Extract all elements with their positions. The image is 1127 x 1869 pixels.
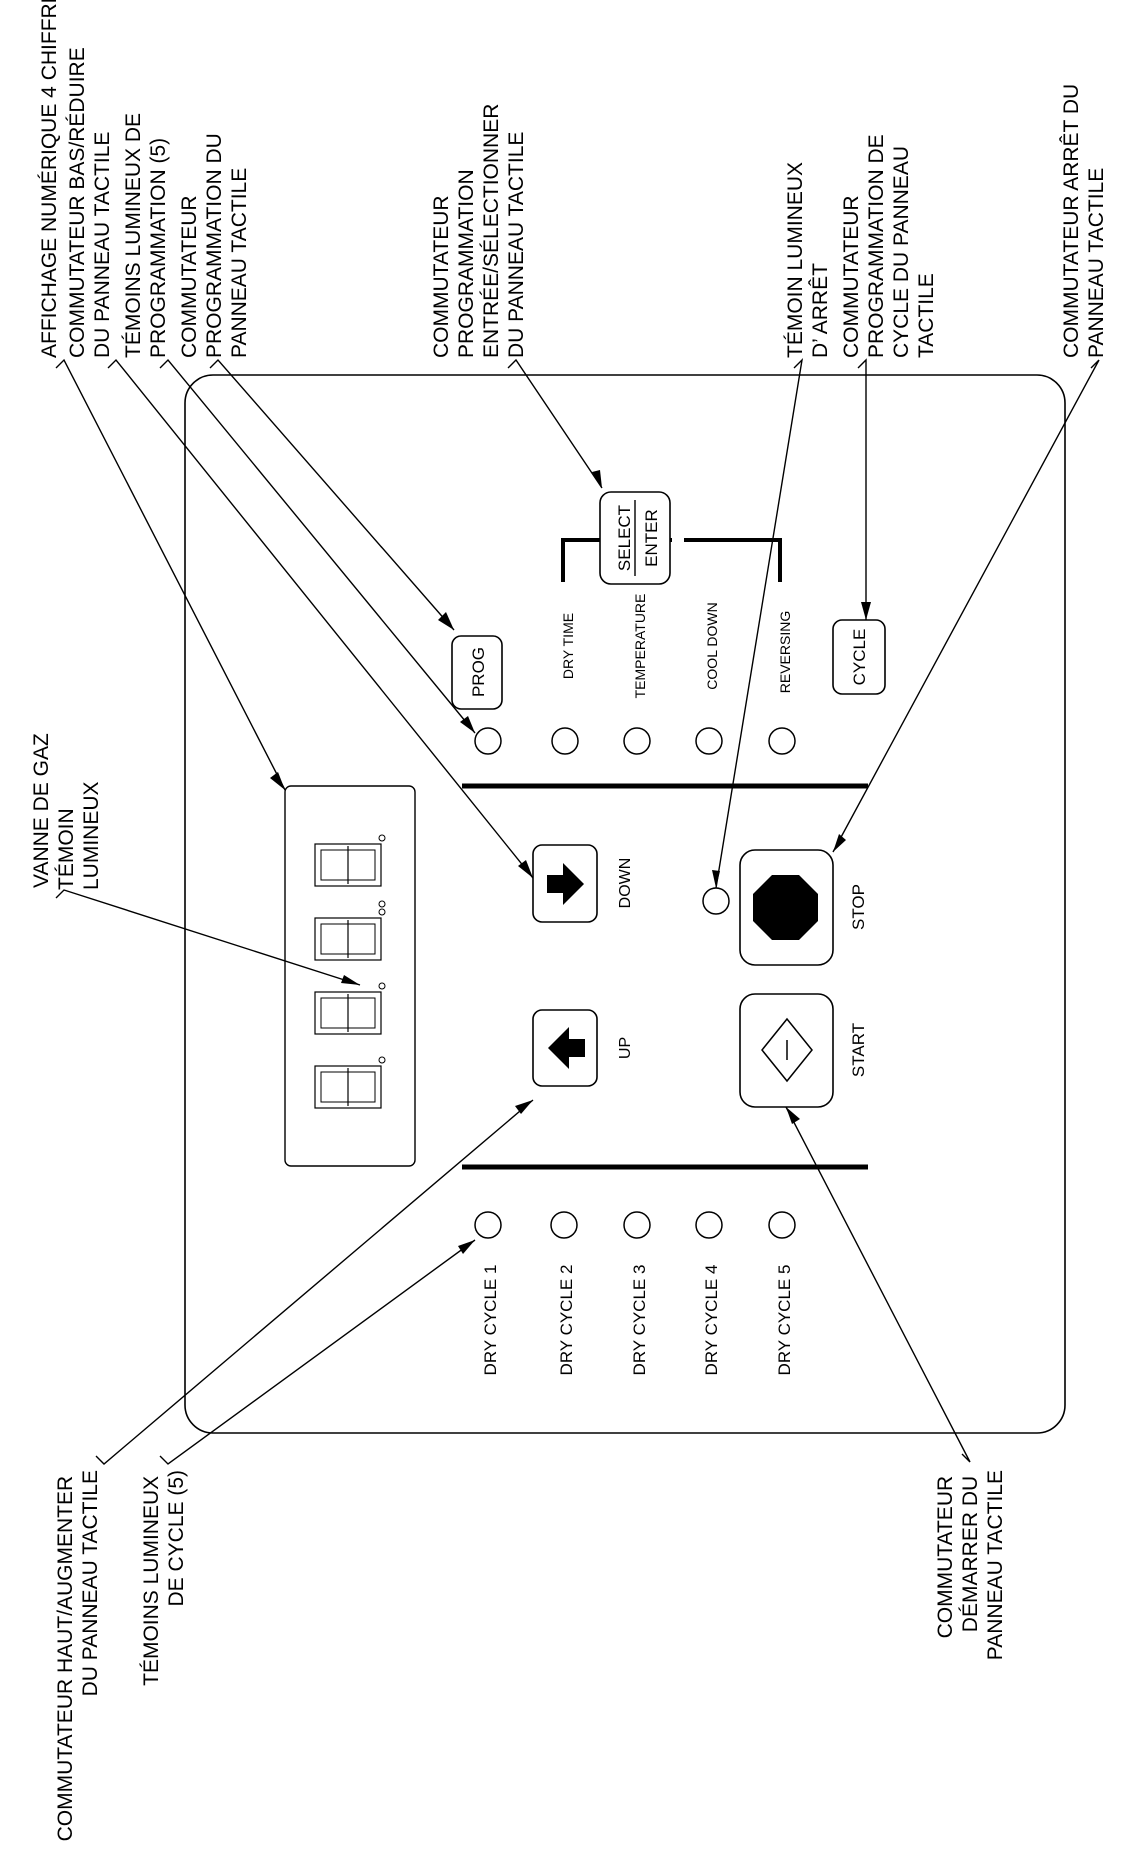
leader-stop-led [715,357,804,889]
callout-select-enter: COMMUTATEUR PROGRAMMATION ENTRÉE/SÉLECTI… [430,98,528,358]
four-digit-display [284,785,416,1167]
callout-up-switch: COMMUTATEUR HAUT/AUGMENTER DU PANNEAU TA… [54,1470,102,1841]
leader-prog-leds [159,358,476,734]
cycle-button-label: CYCLE [850,629,869,686]
select-button-label: SELECT [615,505,634,571]
leader-lines [55,357,1100,1465]
select-bracket-right [684,538,782,582]
dry-cycle-label-1: DRY CYCLE 1 [481,1265,500,1376]
prog-led [474,727,502,755]
leader-up-switch [95,1099,534,1465]
leader-display [55,358,286,791]
digit-2 [314,900,386,961]
mode-label-temperature: TEMPERATURE [632,594,648,699]
down-arrow-icon [547,863,584,905]
mode-label-dry-time: DRY TIME [560,613,576,679]
reversing-led [768,727,796,755]
dry-cycle-label-3: DRY CYCLE 3 [630,1265,649,1376]
digit-4 [314,1056,386,1109]
cycle-button[interactable]: CYCLE [832,619,886,695]
dry-cycle-led-1 [474,1211,502,1239]
up-arrow-icon [548,1027,585,1069]
up-button[interactable]: UP [532,1009,634,1087]
callout-cycle-switch: COMMUTATEUR PROGRAMMATION DE CYCLE DU PA… [840,129,938,358]
callout-stop-led: TÉMOIN LUMINEUX D’ ARRÊT [784,156,832,358]
dry-cycle-led-3 [623,1211,651,1239]
callout-start-switch: COMMUTATEUR DÉMARRER DU PANNEAU TACTILE [934,1470,1007,1660]
cool-down-led [695,727,723,755]
dry-cycle-led-5 [768,1211,796,1239]
callout-down-switch: COMMUTATEUR BAS/RÉDUIRE DU PANNEAU TACTI… [66,41,114,358]
leader-down-switch [107,358,534,879]
stop-button[interactable]: STOP [739,849,868,966]
callout-gas-valve: VANNE DE GAZ TÉMOIN LUMINEUX [30,727,103,890]
mode-label-cool-down: COOL DOWN [704,602,720,689]
leader-gas-valve [55,889,361,986]
callout-prog-leds: TÉMOINS LUMINEUX DE PROGRAMMATION (5) [122,107,170,358]
leader-cycle-leds [159,1239,476,1465]
leader-cycle [857,358,867,620]
arrowheads [270,470,871,1254]
callout-prog-switch: COMMUTATEUR PROGRAMMATION DU PANNEAU TAC… [178,127,251,358]
start-button-label: START [849,1023,868,1077]
temperature-led [623,727,651,755]
leader-start [785,1106,971,1463]
dry-cycle-led-2 [550,1211,578,1239]
down-button[interactable]: DOWN [532,844,634,923]
stop-octagon-icon [753,875,818,940]
up-button-label: UP [617,1037,634,1059]
start-diamond-icon [761,1017,813,1083]
stop-led [702,887,730,915]
dry-cycle-led-4 [695,1211,723,1239]
digit-1 [314,834,386,887]
prog-button-label: PROG [469,647,488,697]
leader-select [507,358,603,489]
select-enter-button[interactable]: SELECT ENTER [599,491,671,585]
callout-stop-switch: COMMUTATEUR ARRÊT DU PANNEAU TACTILE [1060,78,1108,358]
callout-display: AFFICHAGE NUMÉRIQUE 4 CHIFFRES [38,0,61,358]
prog-button[interactable]: PROG [451,635,503,710]
leader-prog-switch [209,358,455,631]
dry-cycle-label-2: DRY CYCLE 2 [557,1265,576,1376]
down-button-label: DOWN [617,858,634,909]
dry-time-led [551,727,579,755]
leader-stop-switch [832,359,1100,853]
dry-cycle-label-4: DRY CYCLE 4 [702,1265,721,1376]
callout-cycle-leds: TÉMOINS LUMINEUX DE CYCLE (5) [140,1470,188,1686]
digit-3 [314,982,386,1035]
enter-button-label: ENTER [642,509,661,567]
stop-button-label: STOP [849,884,868,930]
panel-outline [184,374,1066,1434]
mode-label-reversing: REVERSING [777,611,793,693]
dry-cycle-label-5: DRY CYCLE 5 [775,1265,794,1376]
start-button[interactable]: START [739,993,868,1108]
